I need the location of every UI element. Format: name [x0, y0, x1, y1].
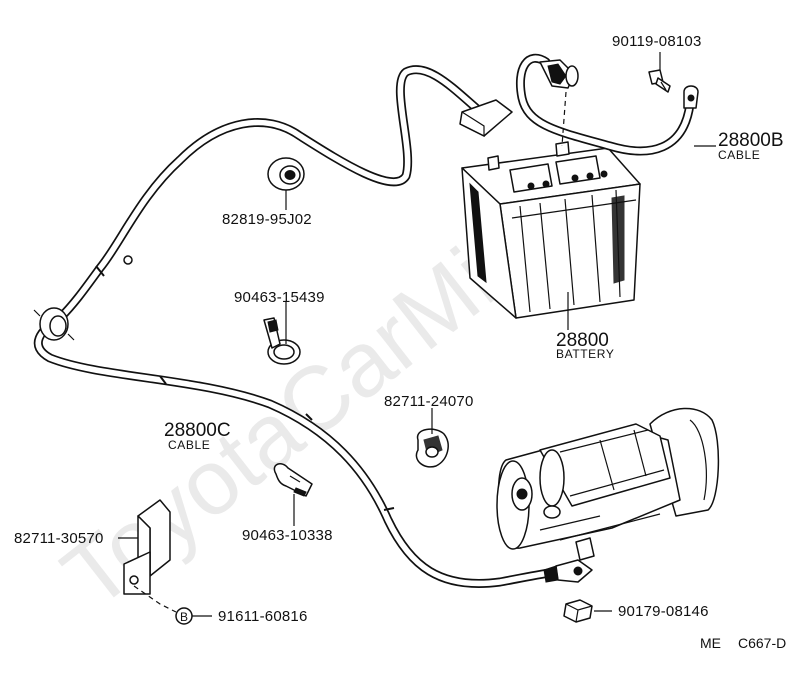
- starter-motor: [496, 407, 720, 561]
- footer-code: C667-D: [738, 635, 786, 651]
- label-28800b: 28800B: [718, 130, 784, 151]
- label-91611-60816: 91611-60816: [218, 608, 308, 625]
- marker-b-label: B: [180, 610, 188, 624]
- bolt-90119: [648, 69, 671, 93]
- label-28800-sub: BATTERY: [556, 347, 614, 361]
- battery: [461, 141, 641, 319]
- leader-lines: [118, 52, 716, 617]
- clamp-90463-10338: [273, 463, 313, 497]
- label-90463-15439: 90463-15439: [234, 289, 325, 306]
- label-90463-10338: 90463-10338: [242, 527, 333, 544]
- label-28800: 28800: [556, 330, 609, 351]
- label-28800c: 28800C: [164, 420, 231, 441]
- cable-28800c: [33, 65, 593, 588]
- grommet-82819: [267, 157, 305, 191]
- label-82819-95j02: 82819-95J02: [222, 211, 312, 228]
- footer-me: ME: [700, 635, 721, 651]
- nut-90179: [563, 599, 593, 623]
- clamp-90463-15439: [263, 317, 301, 365]
- bracket-82711-30570: [123, 499, 177, 613]
- label-90119-08103: 90119-08103: [612, 33, 702, 50]
- clip-82711-24070: [415, 428, 449, 468]
- marker-b: B: [175, 607, 193, 625]
- label-82711-30570: 82711-30570: [14, 530, 104, 547]
- cable-28800b: [516, 53, 699, 156]
- label-90179-08146: 90179-08146: [618, 603, 709, 620]
- label-28800b-sub: CABLE: [718, 148, 760, 162]
- label-28800c-sub: CABLE: [168, 438, 210, 452]
- label-82711-24070: 82711-24070: [384, 393, 474, 410]
